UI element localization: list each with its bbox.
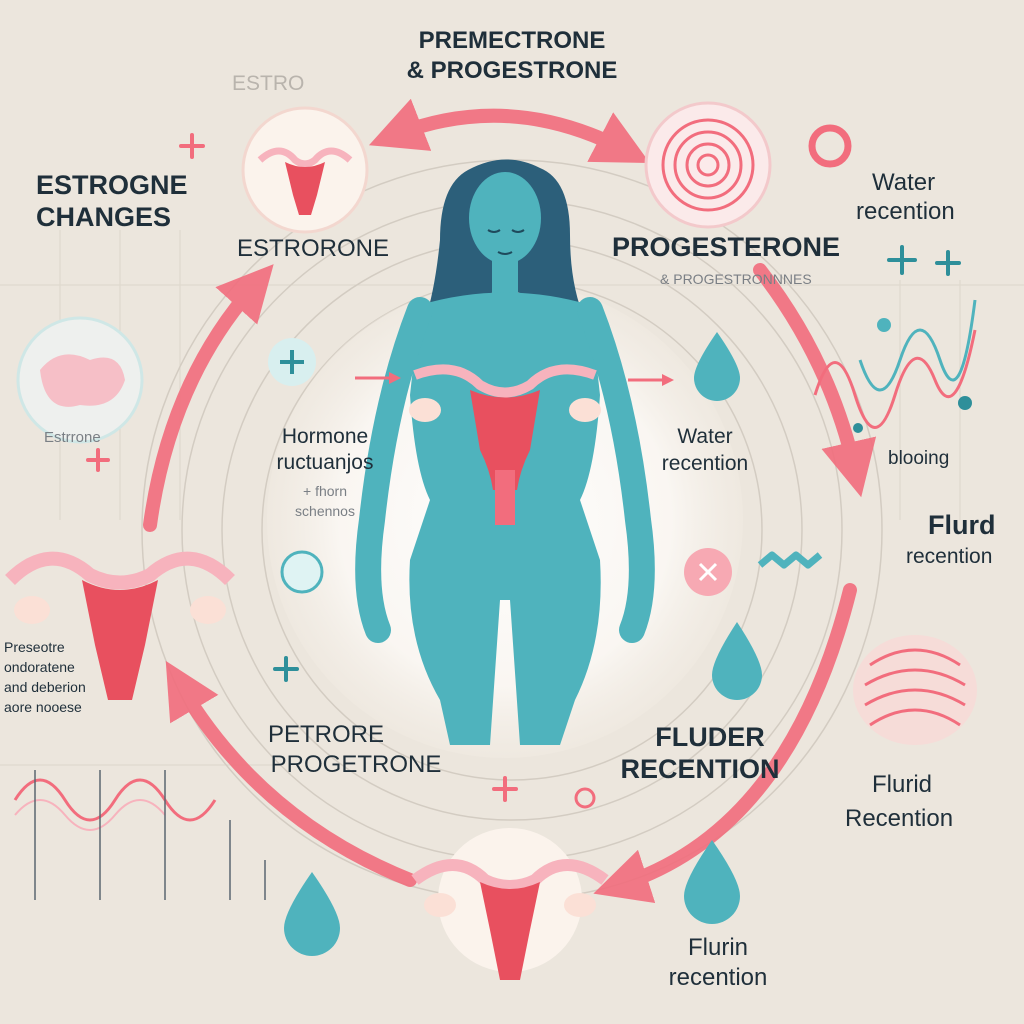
- left-small-line2: ondoratene: [4, 659, 75, 675]
- wave-line-icon: [13, 770, 266, 900]
- petrore-line1: PETRORE: [267, 721, 385, 748]
- top-title-line2: & PROGESTRONE: [406, 57, 618, 84]
- uterus-icon: [409, 364, 601, 525]
- fluder-line1: FLUDER: [655, 722, 765, 752]
- cycle-arrow-icon: [143, 264, 274, 532]
- estrogne-changes-line1: ESTROGNE: [36, 170, 188, 200]
- wave-line-icon: [813, 299, 977, 433]
- water-recention-mid-line1: Water: [677, 425, 733, 448]
- uterus-icon: [241, 106, 369, 234]
- cycle-arrow-icon: [165, 660, 417, 887]
- hormone-sub2: schennos: [295, 503, 355, 519]
- cycle-arrow-icon: [355, 372, 674, 809]
- flurd-recention-right-line1: Flurd: [928, 510, 996, 540]
- left-small-line1: Preseotre: [4, 639, 65, 655]
- ring-icon: [808, 124, 852, 168]
- uterus-icon: [16, 316, 144, 444]
- spiral-icon: [644, 101, 772, 229]
- plus-icon: [86, 133, 961, 802]
- uterus-icon: [5, 551, 235, 700]
- top-title-line1: PREMECTRONE: [418, 27, 606, 54]
- cycle-arrows: [143, 98, 877, 904]
- estrogne-changes-line2: CHANGES: [36, 202, 172, 232]
- water-drop-icon: [284, 332, 762, 956]
- estrorone-label: ESTRORONE: [237, 235, 390, 262]
- water-recention-top-line1: Water: [872, 169, 936, 196]
- faded-estro-label: ESTRO: [232, 72, 305, 95]
- flurd-recention-right-line2: recention: [906, 545, 993, 568]
- hormone-line2: ructuanjos: [276, 451, 374, 474]
- wave-line-icon: [853, 635, 977, 745]
- blooing-label: blooing: [888, 448, 950, 469]
- flurin-line1: Flurin: [687, 934, 749, 961]
- water-recention-mid-line2: recention: [661, 452, 749, 475]
- uterus-icon: [411, 828, 609, 980]
- progesterone-subtext: & PROGESTRONNNES: [660, 271, 812, 287]
- water-recention-top-line2: recention: [856, 198, 955, 225]
- cycle-arrow-icon: [593, 583, 857, 904]
- flurin-line2: recention: [668, 964, 768, 991]
- cycle-arrow-icon: [368, 98, 650, 163]
- flurid-recention-line1: Flurid: [872, 771, 933, 798]
- hormone-sub1: + fhorn: [303, 483, 347, 499]
- progesterone-label: PROGESTERONE: [612, 232, 841, 262]
- petrore-line2: PROGETRONE: [270, 751, 442, 778]
- plus-icon: [268, 338, 732, 596]
- cycle-arrow-icon: [753, 263, 877, 498]
- fluder-line2: RECENTION: [620, 754, 780, 784]
- wave-line-icon: [757, 551, 823, 569]
- left-small-line4: aore nooese: [4, 699, 82, 715]
- hormone-line1: Hormone: [281, 425, 369, 448]
- estrrone-small-label: Estrrone: [44, 429, 101, 446]
- flurid-recention-line2: Recention: [845, 805, 954, 832]
- left-small-line3: and deberion: [4, 679, 86, 695]
